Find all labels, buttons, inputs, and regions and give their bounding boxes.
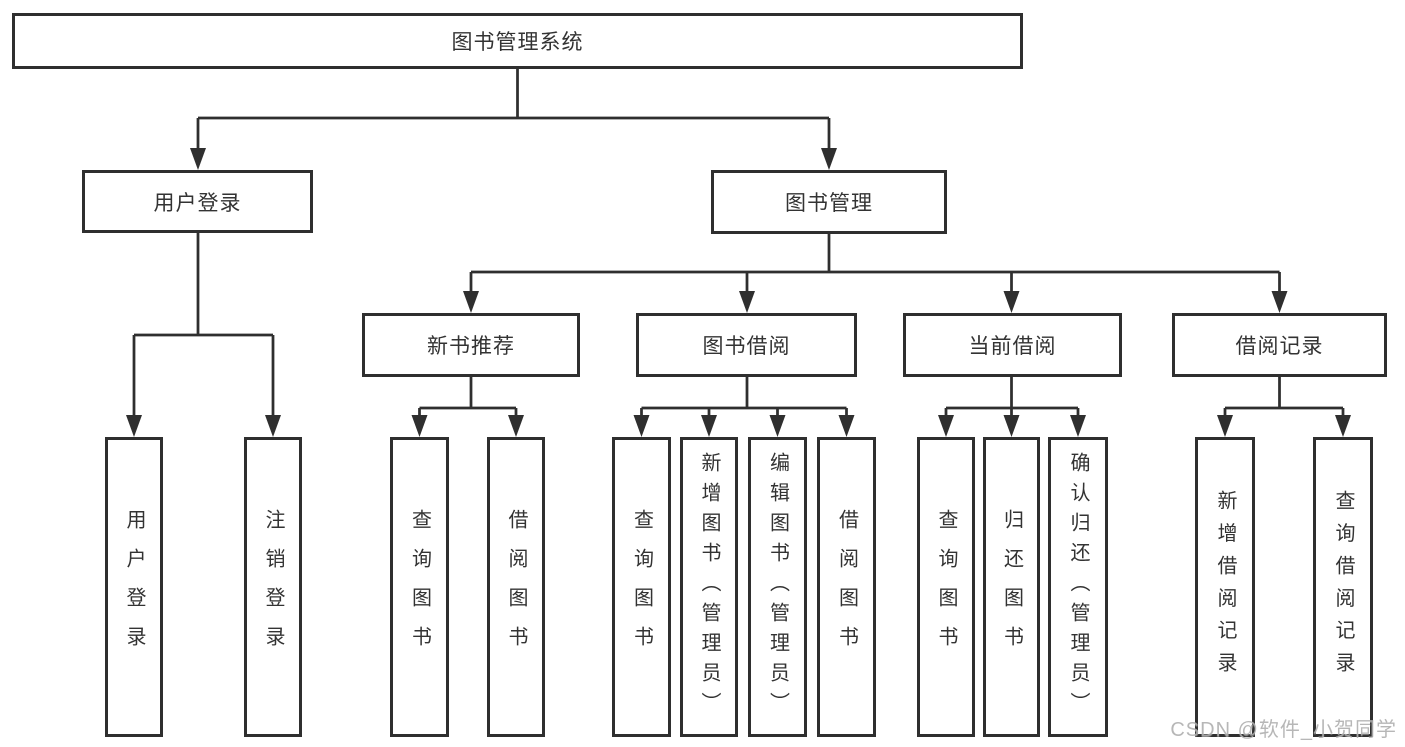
leaf-label: 查询借阅记录 bbox=[1332, 489, 1354, 685]
leaf-label: 注销登录 bbox=[262, 509, 284, 665]
arrow-down-icon bbox=[1271, 291, 1288, 313]
leaf-label: 查询图书 bbox=[630, 509, 653, 665]
leaf-label: 编辑图书（管理员） bbox=[766, 452, 789, 722]
leaf-label: 归还图书 bbox=[1000, 509, 1023, 665]
arrow-down-icon bbox=[411, 415, 428, 437]
leaf-logout: 注销登录 bbox=[244, 437, 302, 737]
arrow-down-icon bbox=[1335, 415, 1351, 437]
arrow-down-icon bbox=[821, 148, 837, 170]
arrow-down-icon bbox=[1003, 415, 1020, 437]
leaf-edit-books-admin: 编辑图书（管理员） bbox=[748, 437, 807, 737]
node-root-label: 图书管理系统 bbox=[451, 31, 584, 54]
arrow-down-icon bbox=[126, 415, 142, 437]
arrow-down-icon bbox=[938, 415, 954, 437]
node-label: 用户登录 bbox=[153, 191, 242, 215]
arrow-down-icon bbox=[633, 415, 650, 437]
node-label: 当前借阅 bbox=[968, 335, 1057, 358]
node-book-management: 图书管理 bbox=[711, 170, 947, 234]
leaf-add-books-admin: 新增图书（管理员） bbox=[680, 437, 738, 737]
arrow-down-icon bbox=[265, 415, 281, 437]
node-label: 图书借阅 bbox=[702, 335, 791, 358]
node-current-borrowing: 当前借阅 bbox=[903, 313, 1122, 377]
leaf-label: 用户登录 bbox=[123, 509, 145, 665]
leaf-label: 确认归还（管理员） bbox=[1067, 452, 1089, 722]
leaf-query-books-current: 查询图书 bbox=[917, 437, 975, 737]
leaf-add-borrow-record: 新增借阅记录 bbox=[1195, 437, 1255, 737]
leaf-borrow-books-recommend: 借阅图书 bbox=[487, 437, 545, 737]
arrow-down-icon bbox=[701, 415, 717, 437]
leaf-label: 新增借阅记录 bbox=[1214, 489, 1236, 685]
leaf-label: 查询图书 bbox=[408, 509, 431, 665]
arrow-down-icon bbox=[1070, 415, 1086, 437]
leaf-label: 借阅图书 bbox=[835, 509, 858, 665]
leaf-confirm-return-admin: 确认归还（管理员） bbox=[1048, 437, 1108, 737]
arrow-down-icon bbox=[1003, 291, 1020, 313]
arrow-down-icon bbox=[463, 291, 479, 313]
node-label: 图书管理 bbox=[785, 192, 873, 215]
leaf-query-books-recommend: 查询图书 bbox=[390, 437, 449, 737]
node-new-book-recommend: 新书推荐 bbox=[362, 313, 580, 377]
leaf-borrow-books: 借阅图书 bbox=[817, 437, 876, 737]
node-book-borrowing: 图书借阅 bbox=[636, 313, 857, 377]
arrow-down-icon bbox=[508, 415, 524, 437]
node-label: 借阅记录 bbox=[1235, 335, 1324, 358]
arrow-down-icon bbox=[1217, 415, 1233, 437]
node-label: 新书推荐 bbox=[427, 335, 515, 358]
node-root: 图书管理系统 bbox=[12, 13, 1023, 69]
leaf-query-books-borrow: 查询图书 bbox=[612, 437, 671, 737]
leaf-label: 查询图书 bbox=[935, 509, 957, 665]
leaf-label: 借阅图书 bbox=[505, 509, 527, 665]
leaf-return-books: 归还图书 bbox=[983, 437, 1040, 737]
arrow-down-icon bbox=[838, 415, 855, 437]
leaf-user-login: 用户登录 bbox=[105, 437, 163, 737]
arrow-down-icon bbox=[190, 148, 206, 170]
arrow-down-icon bbox=[739, 291, 755, 313]
leaf-query-borrow-record: 查询借阅记录 bbox=[1313, 437, 1373, 737]
node-borrow-records: 借阅记录 bbox=[1172, 313, 1387, 377]
watermark: CSDN @软件_小贺同学 bbox=[1170, 719, 1397, 741]
node-user-login: 用户登录 bbox=[82, 170, 313, 233]
arrow-down-icon bbox=[769, 415, 786, 437]
leaf-label: 新增图书（管理员） bbox=[698, 452, 720, 722]
